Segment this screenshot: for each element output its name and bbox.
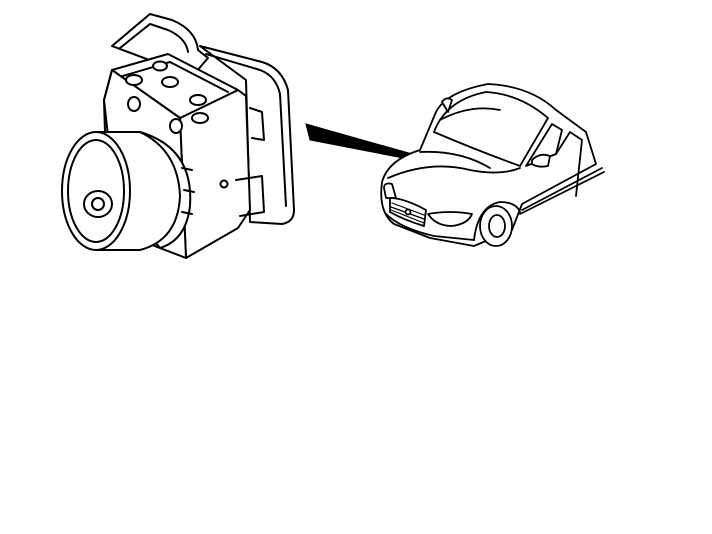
valve-block-chamfer [103, 69, 113, 137]
valve-port-side [219, 179, 229, 189]
car-door-line [555, 131, 583, 197]
motor-collar-ribs [181, 167, 195, 215]
mounting-bracket-top [111, 13, 209, 73]
car-side-mirror [531, 153, 551, 168]
brake-port-1 [125, 74, 143, 86]
valve-block-detail [235, 175, 265, 217]
brake-port-5 [191, 112, 209, 124]
brake-port-front-1 [127, 96, 141, 112]
car-grille-badge [404, 208, 412, 216]
ecu-housing [199, 45, 295, 225]
brake-port-4 [189, 94, 207, 106]
sedan-car-icon [380, 83, 605, 247]
car-side-sill [519, 167, 605, 215]
pump-motor-endcap-ring [67, 139, 125, 243]
car-front-bumper [385, 213, 475, 241]
car-wheel-arch [473, 201, 521, 241]
ecu-connector-slot [249, 107, 265, 141]
ecu-housing-inner [205, 53, 287, 207]
car-front-wheel-hub [488, 214, 506, 238]
brake-port-3 [152, 60, 168, 72]
mounting-bracket-rim [119, 23, 189, 53]
car-headlight-right [427, 211, 473, 227]
valve-block-top-edge [115, 61, 229, 93]
brake-port-2 [161, 76, 179, 88]
car-hood-edge [387, 165, 521, 179]
abs-hydraulic-modulator-icon [61, 13, 295, 259]
motor-shaft [91, 197, 105, 211]
car-left-mirror [441, 97, 453, 113]
car-roof-line [439, 107, 501, 121]
car-headlight-left [383, 182, 397, 199]
brake-port-front-2 [169, 118, 183, 134]
valve-block-right-face [179, 89, 251, 259]
car-hood-crease [419, 150, 491, 169]
